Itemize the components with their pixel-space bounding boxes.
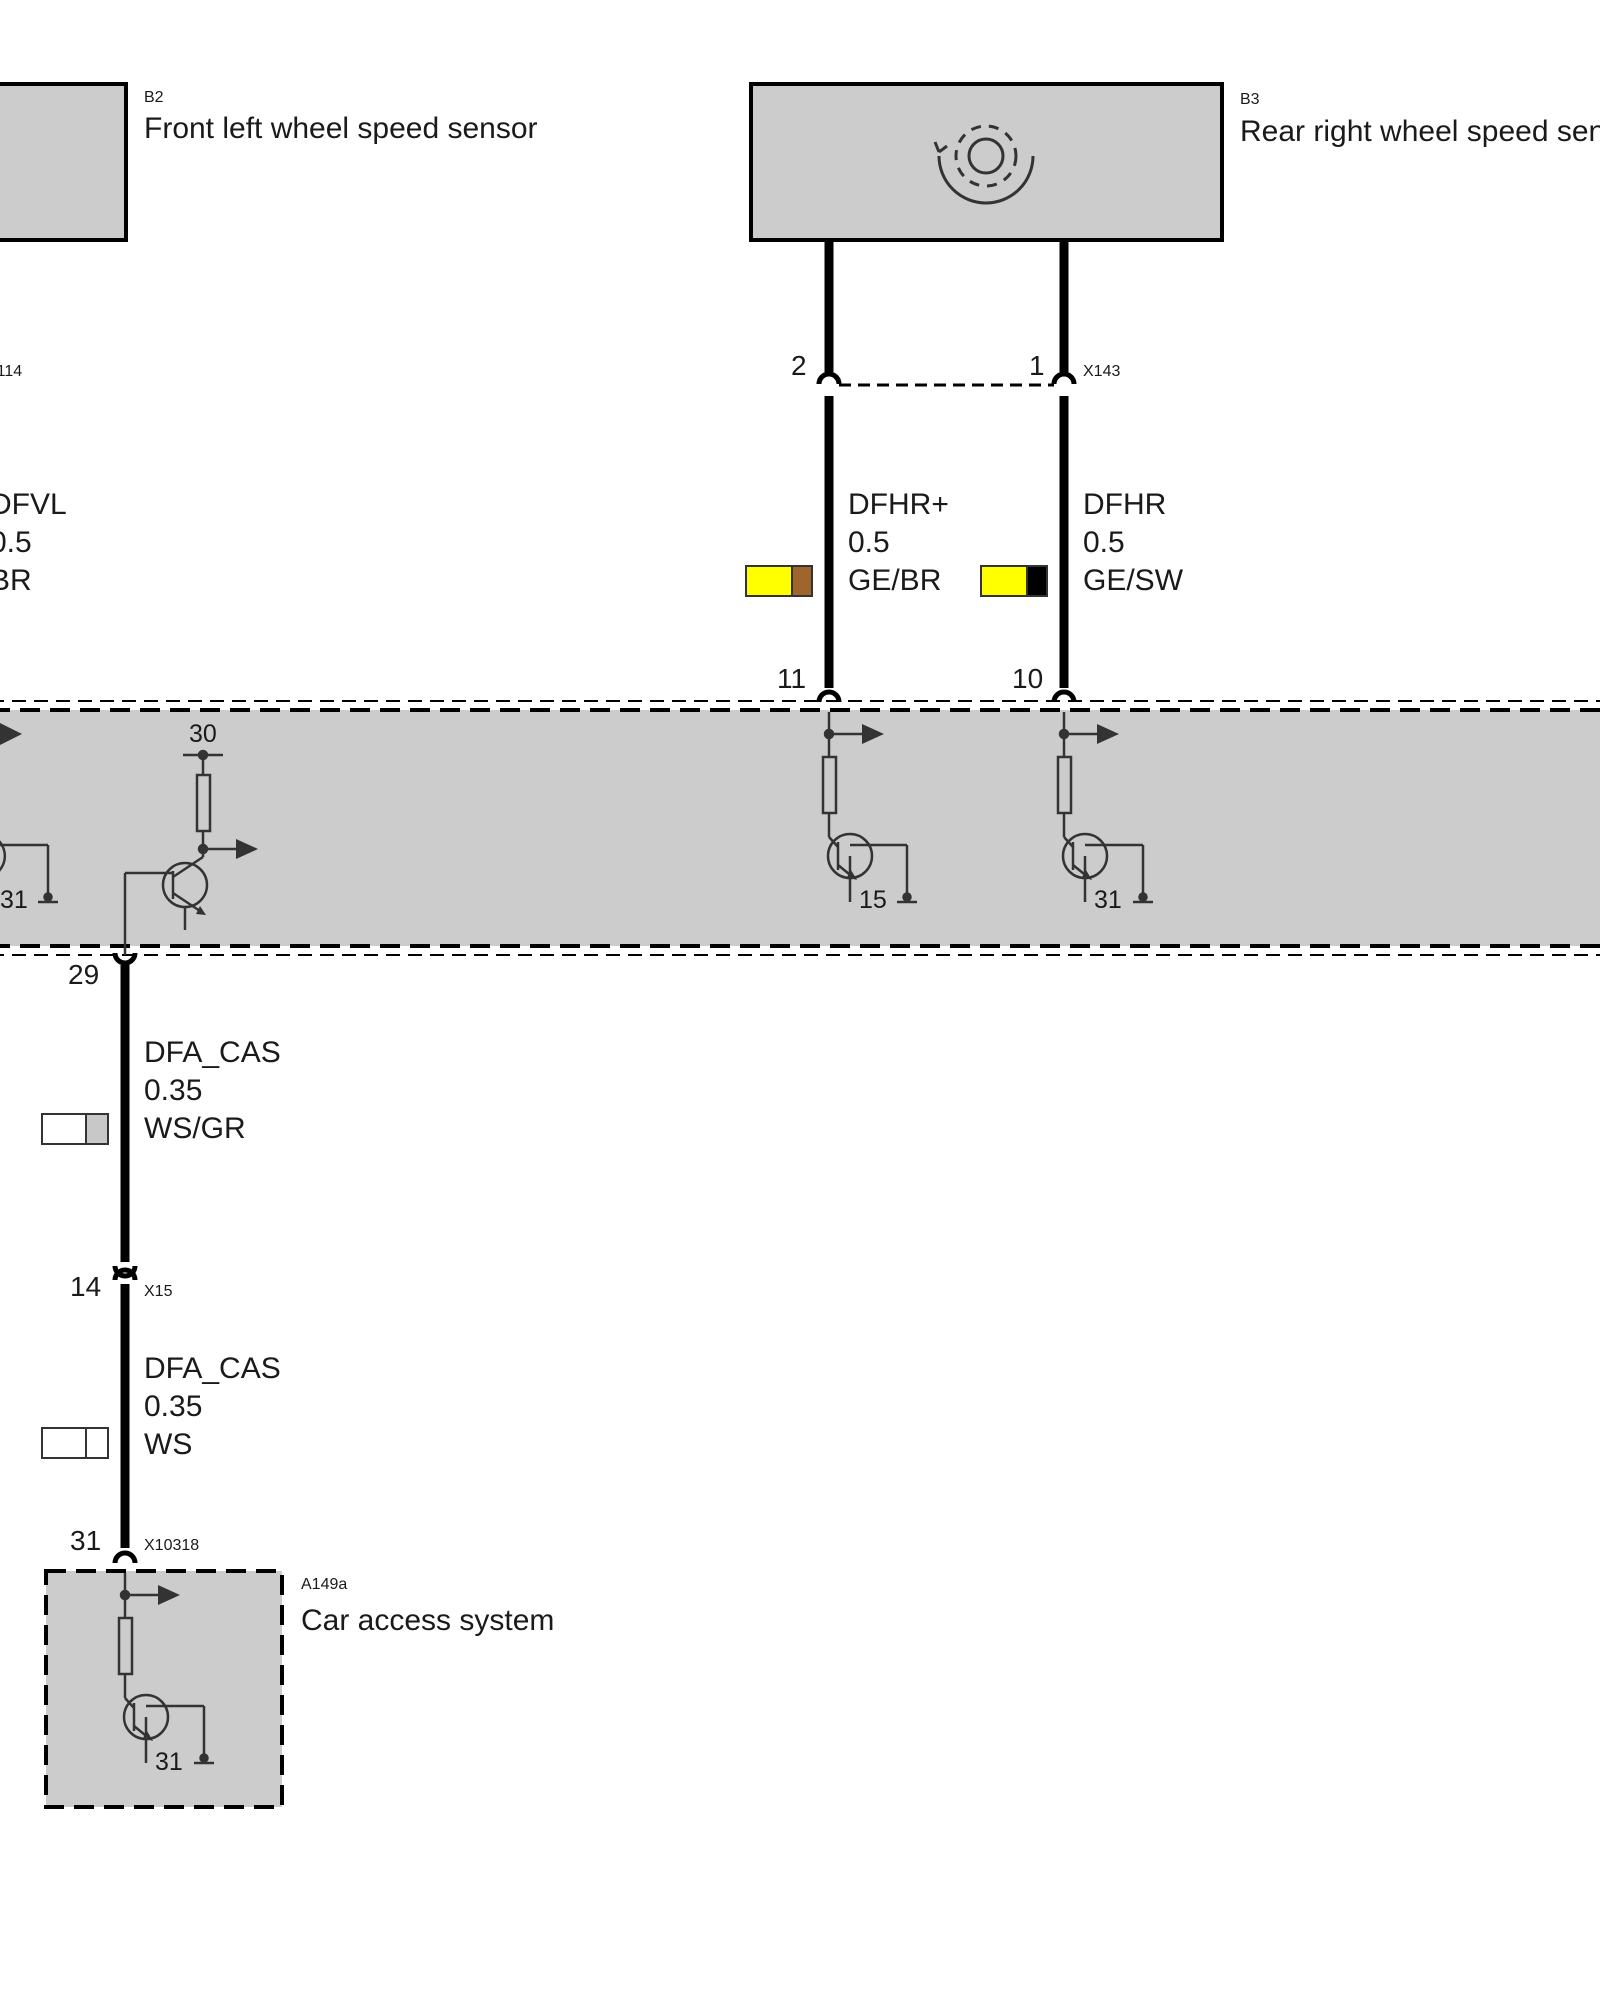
dfa-cas-2-color-swatch	[41, 1427, 109, 1459]
dfa-cas-2-size-label: 0.35	[144, 1390, 202, 1423]
dfhr-plus-signal-label: DFHR+	[848, 488, 949, 521]
dfhr-color-label: GE/SW	[1083, 564, 1184, 597]
a149a-name: Car access system	[301, 1604, 554, 1637]
a149a-pin-31-label: 31	[70, 1525, 101, 1556]
b2-code: B2	[144, 89, 164, 106]
module-pin-10-connector[interactable]	[1051, 689, 1077, 703]
dfhr-plus-ground-label: 15	[859, 886, 887, 914]
x10318-connector-code: X10318	[144, 1537, 199, 1554]
a149a-component-box[interactable]	[44, 1569, 284, 1809]
dfhr-ground-label: 31	[1094, 886, 1122, 914]
control-module[interactable]	[0, 700, 1600, 956]
b2-component-box[interactable]	[0, 82, 128, 242]
x15-connector-code: X15	[144, 1283, 173, 1300]
dfhr-plus-size-label: 0.5	[848, 526, 890, 559]
x143-connector[interactable]	[816, 371, 1077, 387]
b3-code: B3	[1240, 91, 1260, 108]
dfhr-input-circuit	[1056, 712, 1153, 904]
dfa-cas-2-color-label: WS	[144, 1428, 192, 1461]
gear-icon	[933, 124, 1035, 205]
a149a-pin-31-connector[interactable]	[112, 1550, 138, 1564]
cas-input-circuit	[117, 1573, 214, 1765]
dfvl-size-label: 0.5	[0, 526, 32, 559]
dfa-cas-1-color-label: WS/GR	[144, 1112, 246, 1145]
dfhr-plus-color-label: GE/BR	[848, 564, 941, 597]
dfa-cas-2-signal-label: DFA_CAS	[144, 1352, 281, 1385]
b2-name: Front left wheel speed sensor	[144, 112, 538, 145]
dfhr-signal-label: DFHR	[1083, 488, 1166, 521]
module-supply-label: 30	[189, 720, 217, 748]
dfhr-color-swatch	[980, 565, 1048, 597]
module-pin-29-label: 29	[68, 959, 99, 990]
module-pin-29-connector[interactable]	[112, 952, 138, 966]
module-pin-11-label: 11	[777, 663, 806, 694]
b3-pin-2-label: 2	[791, 350, 807, 381]
dfhr-plus-color-swatch	[745, 565, 813, 597]
cas-output-driver-circuit	[123, 749, 258, 955]
x143-connector-code: X143	[1083, 363, 1120, 380]
dfvl-input-circuit	[0, 723, 58, 904]
dfvl-color-label: BR	[0, 564, 32, 597]
a149a-code: A149a	[301, 1576, 347, 1593]
dfvl-signal-label: DFVL	[0, 488, 67, 521]
dfa-cas-1-color-swatch	[41, 1113, 109, 1145]
dfa-cas-1-signal-label: DFA_CAS	[144, 1036, 281, 1069]
dfhr-plus-input-circuit	[821, 712, 917, 904]
b2-connector-code: X114	[0, 363, 22, 380]
b3-name: Rear right wheel speed sensor	[1240, 115, 1600, 148]
dfa-cas-1-size-label: 0.35	[144, 1074, 202, 1107]
b3-component-box[interactable]	[749, 82, 1224, 242]
module-pin-11-connector[interactable]	[816, 689, 842, 703]
cas-ground-label: 31	[155, 1748, 183, 1776]
b3-pin-1-label: 1	[1029, 350, 1045, 381]
x15-pin-label: 14	[70, 1271, 101, 1302]
x15-connector[interactable]	[112, 1265, 138, 1281]
dfvl-ground-label: 31	[0, 886, 28, 914]
module-pin-10-label: 10	[1012, 663, 1043, 694]
dfhr-size-label: 0.5	[1083, 526, 1125, 559]
